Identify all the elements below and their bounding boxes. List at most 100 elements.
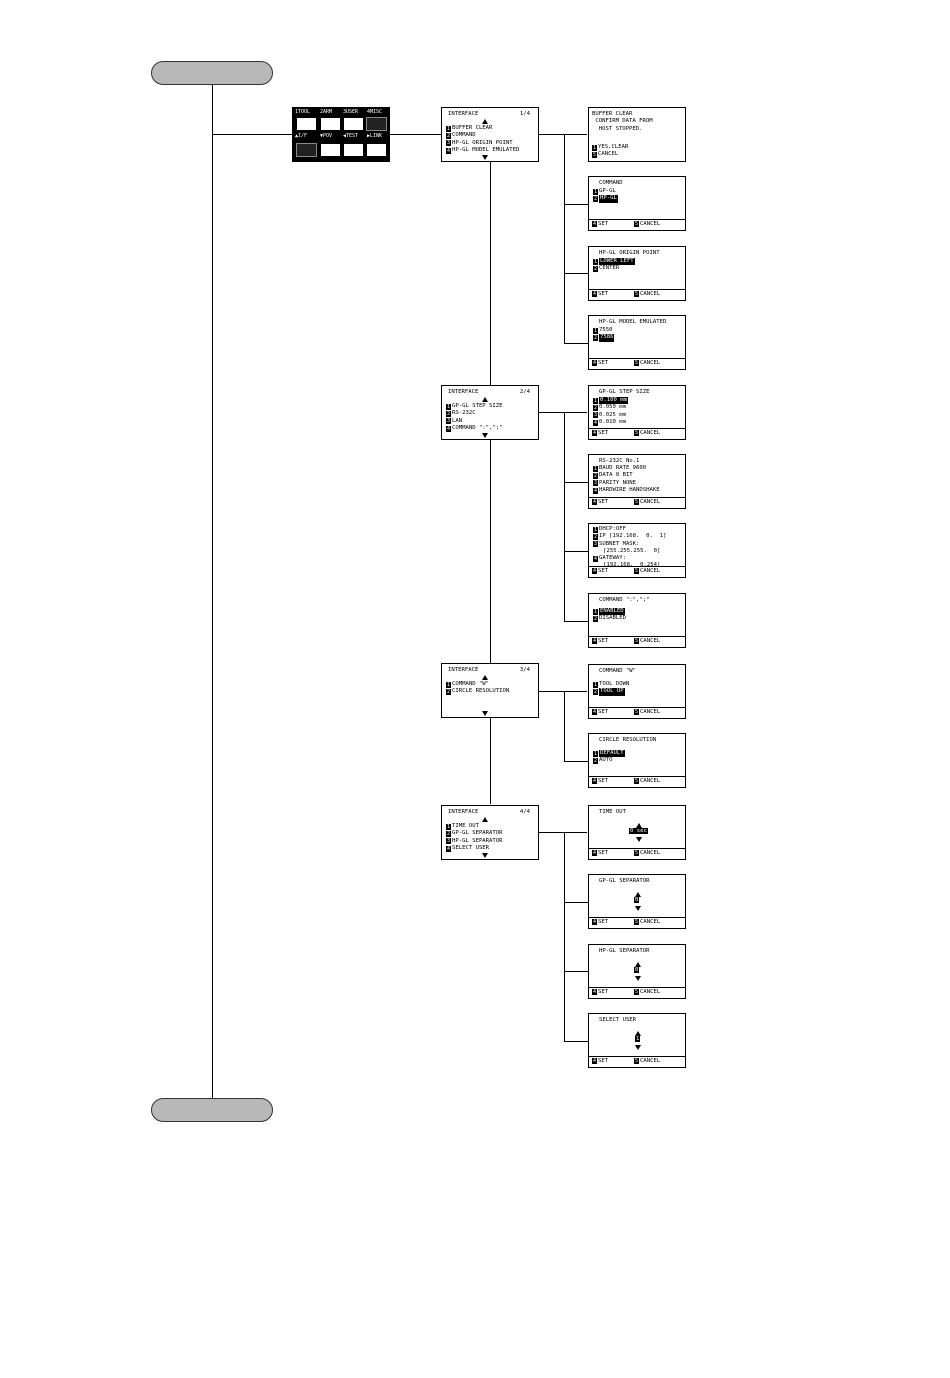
down-arrow-icon[interactable] bbox=[635, 1045, 641, 1050]
menu-cell-7 bbox=[343, 143, 364, 157]
p3-b2 bbox=[564, 761, 588, 762]
up-arrow-icon[interactable] bbox=[635, 892, 641, 897]
up-arrow-icon bbox=[482, 817, 488, 822]
menu-cell-3 bbox=[343, 117, 364, 131]
up-arrow-icon[interactable] bbox=[636, 823, 642, 828]
screen-title: SELECT USER bbox=[599, 1017, 637, 1023]
up-arrow-icon[interactable] bbox=[635, 962, 641, 967]
up-arrow-icon[interactable] bbox=[635, 1031, 641, 1036]
menu-cell-5 bbox=[296, 143, 317, 157]
separator-value[interactable]: 0 bbox=[634, 967, 640, 973]
message-line: CONFIRM DATA FROM bbox=[592, 118, 653, 125]
time-out-value[interactable]: 0 sec bbox=[629, 828, 648, 834]
p1-b2 bbox=[564, 204, 588, 205]
page-title: INTERFACE bbox=[448, 667, 479, 673]
down-arrow-icon bbox=[482, 433, 488, 438]
screen-title: GP-GL STEP SIZE bbox=[599, 389, 650, 395]
down-arrow-icon[interactable] bbox=[635, 976, 641, 981]
tab-pov: ▼POV bbox=[320, 133, 333, 139]
separator-value[interactable]: 0 bbox=[634, 897, 640, 903]
down-arrow-icon[interactable] bbox=[635, 906, 641, 911]
down-arrow-icon[interactable] bbox=[636, 837, 642, 842]
user-value[interactable]: 1 bbox=[635, 1036, 641, 1042]
screen-title: RS-232C No.1 bbox=[599, 458, 640, 464]
menu-to-page1-line bbox=[390, 134, 441, 135]
p4-out-line bbox=[538, 832, 587, 833]
